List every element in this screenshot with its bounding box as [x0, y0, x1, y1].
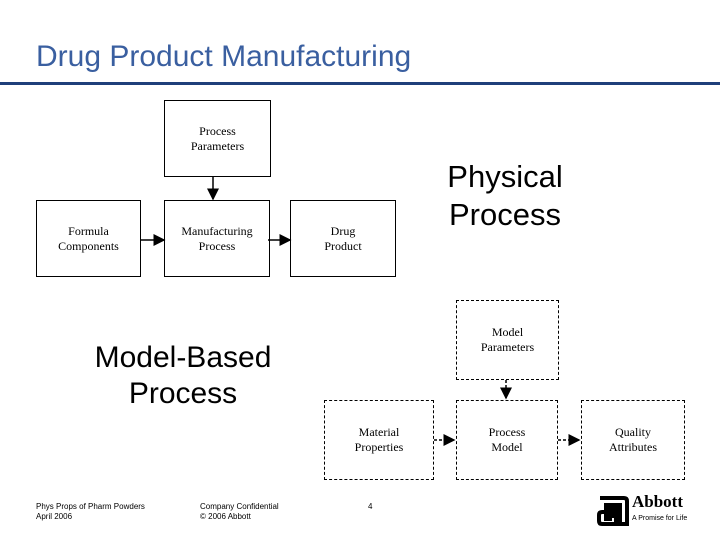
footer-center: Company Confidential © 2006 Abbott [200, 502, 279, 521]
abbott-logo-icon [597, 496, 629, 526]
footer-left: Phys Props of Pharm Powders April 2006 [36, 502, 145, 521]
model-based-process-label: Model-Based Process [94, 341, 272, 410]
page-title: Drug Product Manufacturing [36, 40, 412, 73]
abbott-logo-tagline: A Promise for Life [632, 515, 688, 522]
abbott-logo: Abbott A Promise for Life [596, 492, 696, 528]
page-number: 4 [368, 502, 373, 511]
abbott-logo-name: Abbott [632, 492, 684, 511]
physical-process-label: Physical Process [447, 159, 563, 232]
title-rule [0, 82, 720, 85]
